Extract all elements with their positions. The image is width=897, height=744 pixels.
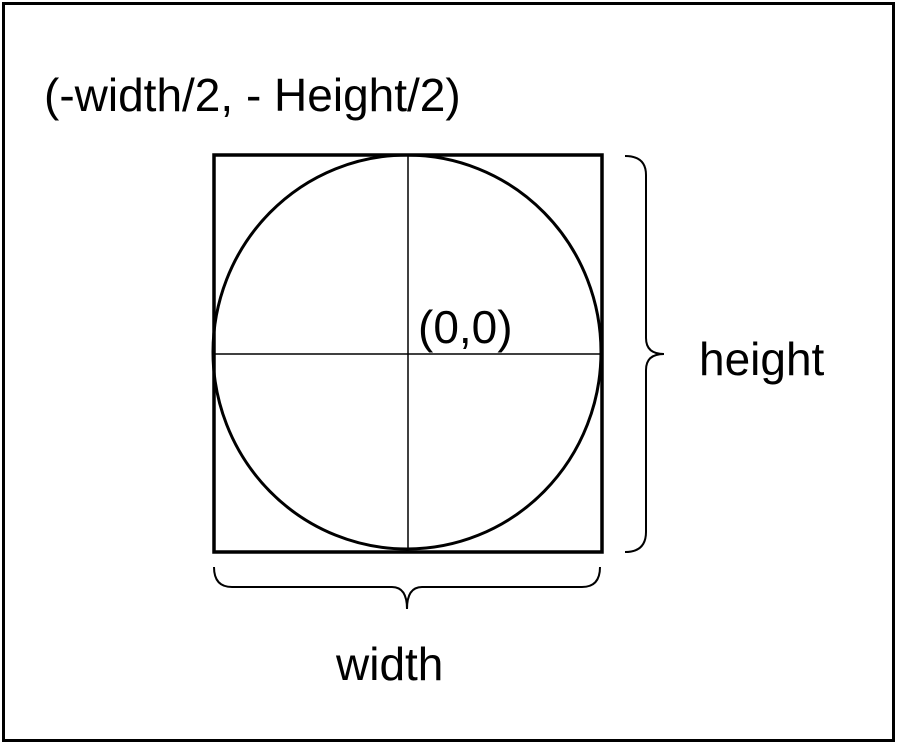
corner-coordinate-label: (-width/2, - Height/2) (44, 69, 461, 121)
width-label: width (335, 638, 443, 690)
origin-label: (0,0) (418, 301, 513, 353)
circle (211, 153, 603, 551)
height-brace (624, 155, 665, 553)
width-brace (213, 566, 601, 610)
height-label: height (699, 333, 825, 385)
